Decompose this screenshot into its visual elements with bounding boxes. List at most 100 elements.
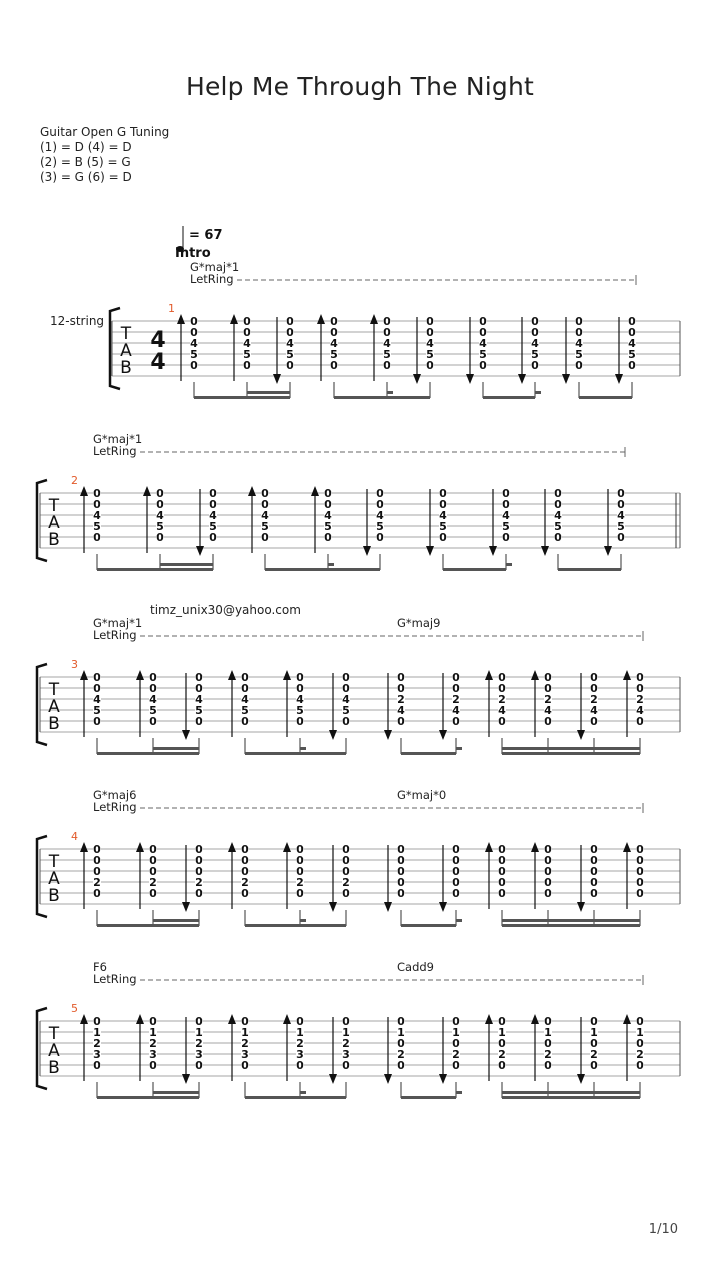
fret-mask [502, 499, 510, 509]
fret-number: 0 [383, 359, 391, 372]
fret-mask [241, 716, 249, 726]
fret-mask [590, 1016, 598, 1026]
fret-mask [452, 1016, 460, 1026]
strum-down-arrow [384, 730, 392, 740]
tuning-line: (1) = D (4) = D [40, 140, 132, 154]
fret-mask [554, 521, 562, 531]
fret-number: 0 [544, 1037, 552, 1050]
strum-up-arrow [80, 486, 88, 496]
fret-number: 0 [241, 865, 249, 878]
fret-number: 0 [479, 326, 487, 339]
tuning-line: (3) = G (6) = D [40, 170, 132, 184]
fret-number: 0 [397, 887, 405, 900]
rhythm-beam [334, 396, 430, 399]
rhythm-beam-stub [535, 391, 541, 394]
fret-number: 0 [342, 1015, 350, 1028]
fret-number: 0 [452, 854, 460, 867]
fret-mask [156, 532, 164, 542]
fret-number: 1 [544, 1026, 552, 1039]
fret-number: 0 [575, 315, 583, 328]
rhythm-beam-secondary [153, 1091, 199, 1094]
fret-mask [383, 338, 391, 348]
strum-up-arrow [485, 670, 493, 680]
rhythm-beam [245, 752, 346, 755]
strum-up-arrow [531, 1014, 539, 1024]
fret-mask [330, 327, 338, 337]
fret-number: 5 [554, 520, 562, 533]
fret-mask [544, 1060, 552, 1070]
fret-mask [544, 1027, 552, 1037]
strum-up-arrow [80, 670, 88, 680]
fret-mask [149, 1027, 157, 1037]
fret-number: 4 [439, 509, 447, 522]
fret-number: 0 [426, 359, 434, 372]
fret-number: 4 [397, 704, 405, 717]
fret-mask [261, 521, 269, 531]
rhythm-beam-stub [328, 563, 334, 566]
strum-up-arrow [623, 1014, 631, 1024]
fret-mask [286, 316, 294, 326]
fret-number: 0 [636, 876, 644, 889]
fret-mask [383, 349, 391, 359]
strum-down-arrow [273, 374, 281, 384]
tempo-marking: = 67 [189, 228, 223, 243]
rhythm-beam [558, 568, 621, 571]
fret-mask [342, 866, 350, 876]
fret-mask [575, 349, 583, 359]
fret-number: 0 [149, 843, 157, 856]
fret-mask [636, 1016, 644, 1026]
fret-number: 2 [544, 1048, 552, 1061]
fret-number: 0 [156, 498, 164, 511]
instrument-label: 12-string [50, 314, 104, 328]
fret-number: 0 [531, 315, 539, 328]
fret-number: 0 [241, 671, 249, 684]
fret-number: 0 [296, 865, 304, 878]
fret-mask [156, 499, 164, 509]
fret-number: 0 [479, 315, 487, 328]
fret-mask [498, 683, 506, 693]
fret-number: 0 [93, 843, 101, 856]
let-ring-label: LetRing [93, 444, 137, 458]
rhythm-beam-secondary [160, 563, 213, 566]
fret-mask [439, 510, 447, 520]
fret-number: 0 [498, 865, 506, 878]
time-signature-bottom: 4 [150, 350, 165, 375]
fret-number: 4 [195, 693, 203, 706]
fret-number: 0 [286, 326, 294, 339]
fret-number: 5 [243, 348, 251, 361]
fret-number: 0 [241, 1015, 249, 1028]
fret-number: 0 [498, 715, 506, 728]
tab-clef-letter: A [48, 869, 60, 889]
fret-mask [628, 338, 636, 348]
fret-mask [296, 1027, 304, 1037]
fret-mask [636, 888, 644, 898]
fret-number: 0 [149, 682, 157, 695]
rhythm-beam [245, 1096, 346, 1099]
fret-number: 0 [93, 1059, 101, 1072]
fret-mask [452, 1049, 460, 1059]
fret-number: 2 [636, 1048, 644, 1061]
fret-number: 0 [544, 1059, 552, 1072]
fret-number: 0 [342, 887, 350, 900]
fret-mask [156, 488, 164, 498]
fret-mask [544, 683, 552, 693]
strum-up-arrow [317, 314, 325, 324]
fret-mask [241, 844, 249, 854]
fret-number: 4 [296, 693, 304, 706]
fret-number: 5 [324, 520, 332, 533]
fret-mask [502, 510, 510, 520]
fret-number: 4 [498, 704, 506, 717]
fret-mask [590, 683, 598, 693]
strum-up-arrow [228, 842, 236, 852]
chord-name: G*maj*0 [397, 788, 446, 802]
fret-number: 2 [296, 876, 304, 889]
fret-mask [93, 499, 101, 509]
fret-mask [590, 1027, 598, 1037]
strum-up-arrow [177, 314, 185, 324]
fret-number: 0 [324, 487, 332, 500]
rhythm-beam-secondary [247, 391, 290, 394]
fret-number: 4 [376, 509, 384, 522]
chord-name: G*maj*1 [93, 432, 142, 446]
fret-mask [149, 1049, 157, 1059]
fret-number: 0 [498, 671, 506, 684]
